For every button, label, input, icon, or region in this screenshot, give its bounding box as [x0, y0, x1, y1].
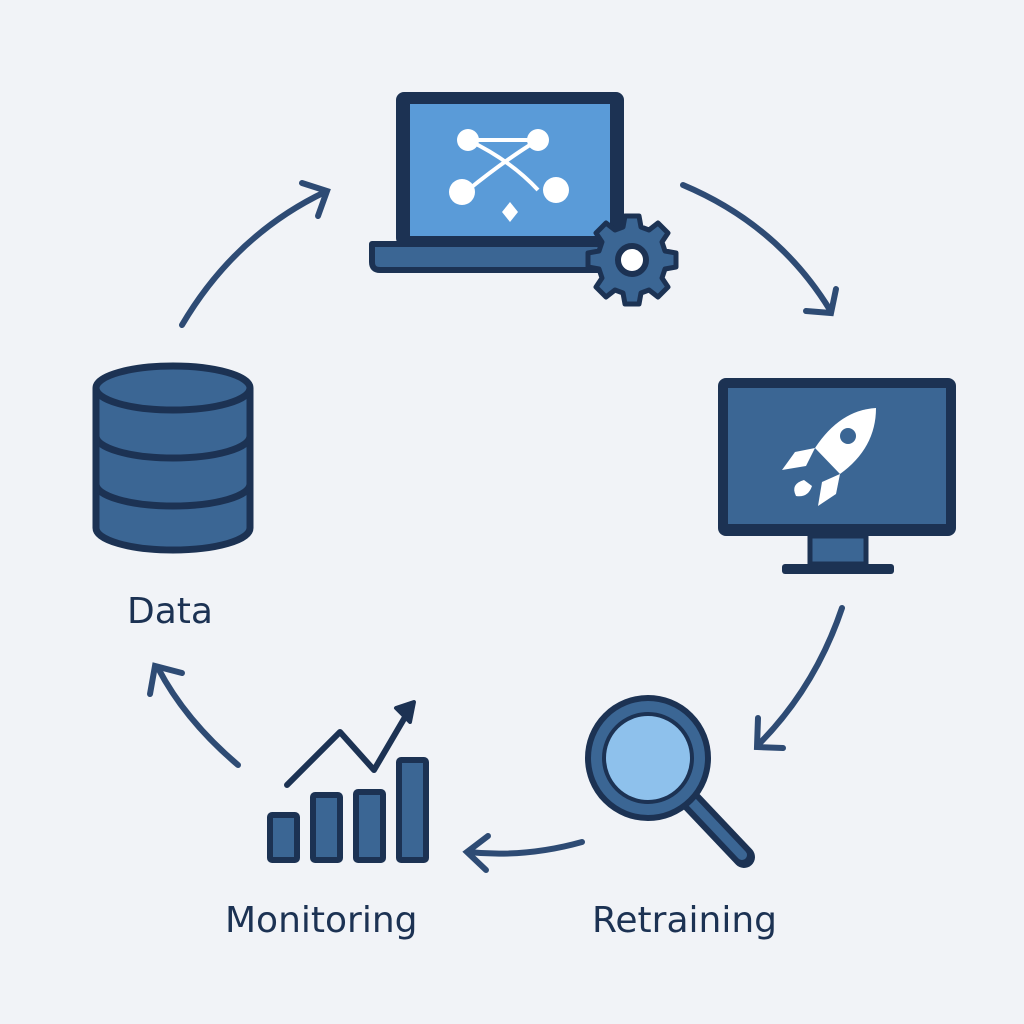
arrow-monitoring-to-data-head	[147, 662, 185, 697]
cycle-arrows	[147, 180, 845, 873]
arrow-retraining-to-monitoring	[465, 839, 585, 857]
arrow-model-to-deploy	[680, 182, 833, 313]
laptop-network-gear-icon	[369, 92, 679, 307]
arrow-deploy-to-retraining-head	[753, 715, 786, 751]
bar-chart-trend-icon	[267, 700, 429, 863]
database-icon	[92, 362, 254, 554]
data-label: Data	[127, 591, 213, 632]
arrow-model-to-deploy-head	[803, 286, 839, 317]
monitoring-label: Monitoring	[225, 900, 418, 941]
arrow-data-to-model	[179, 189, 328, 328]
monitor-rocket-icon	[718, 378, 956, 574]
arrow-deploy-to-retraining	[755, 605, 845, 748]
rocket-icon	[782, 408, 876, 506]
arrow-monitoring-to-data	[155, 665, 241, 768]
arrow-data-to-model-head	[299, 180, 331, 219]
arrow-retraining-to-monitoring-head	[462, 833, 491, 873]
magnifying-glass-icon	[585, 695, 755, 868]
retraining-label: Retraining	[592, 900, 778, 941]
gear-icon	[585, 213, 679, 307]
